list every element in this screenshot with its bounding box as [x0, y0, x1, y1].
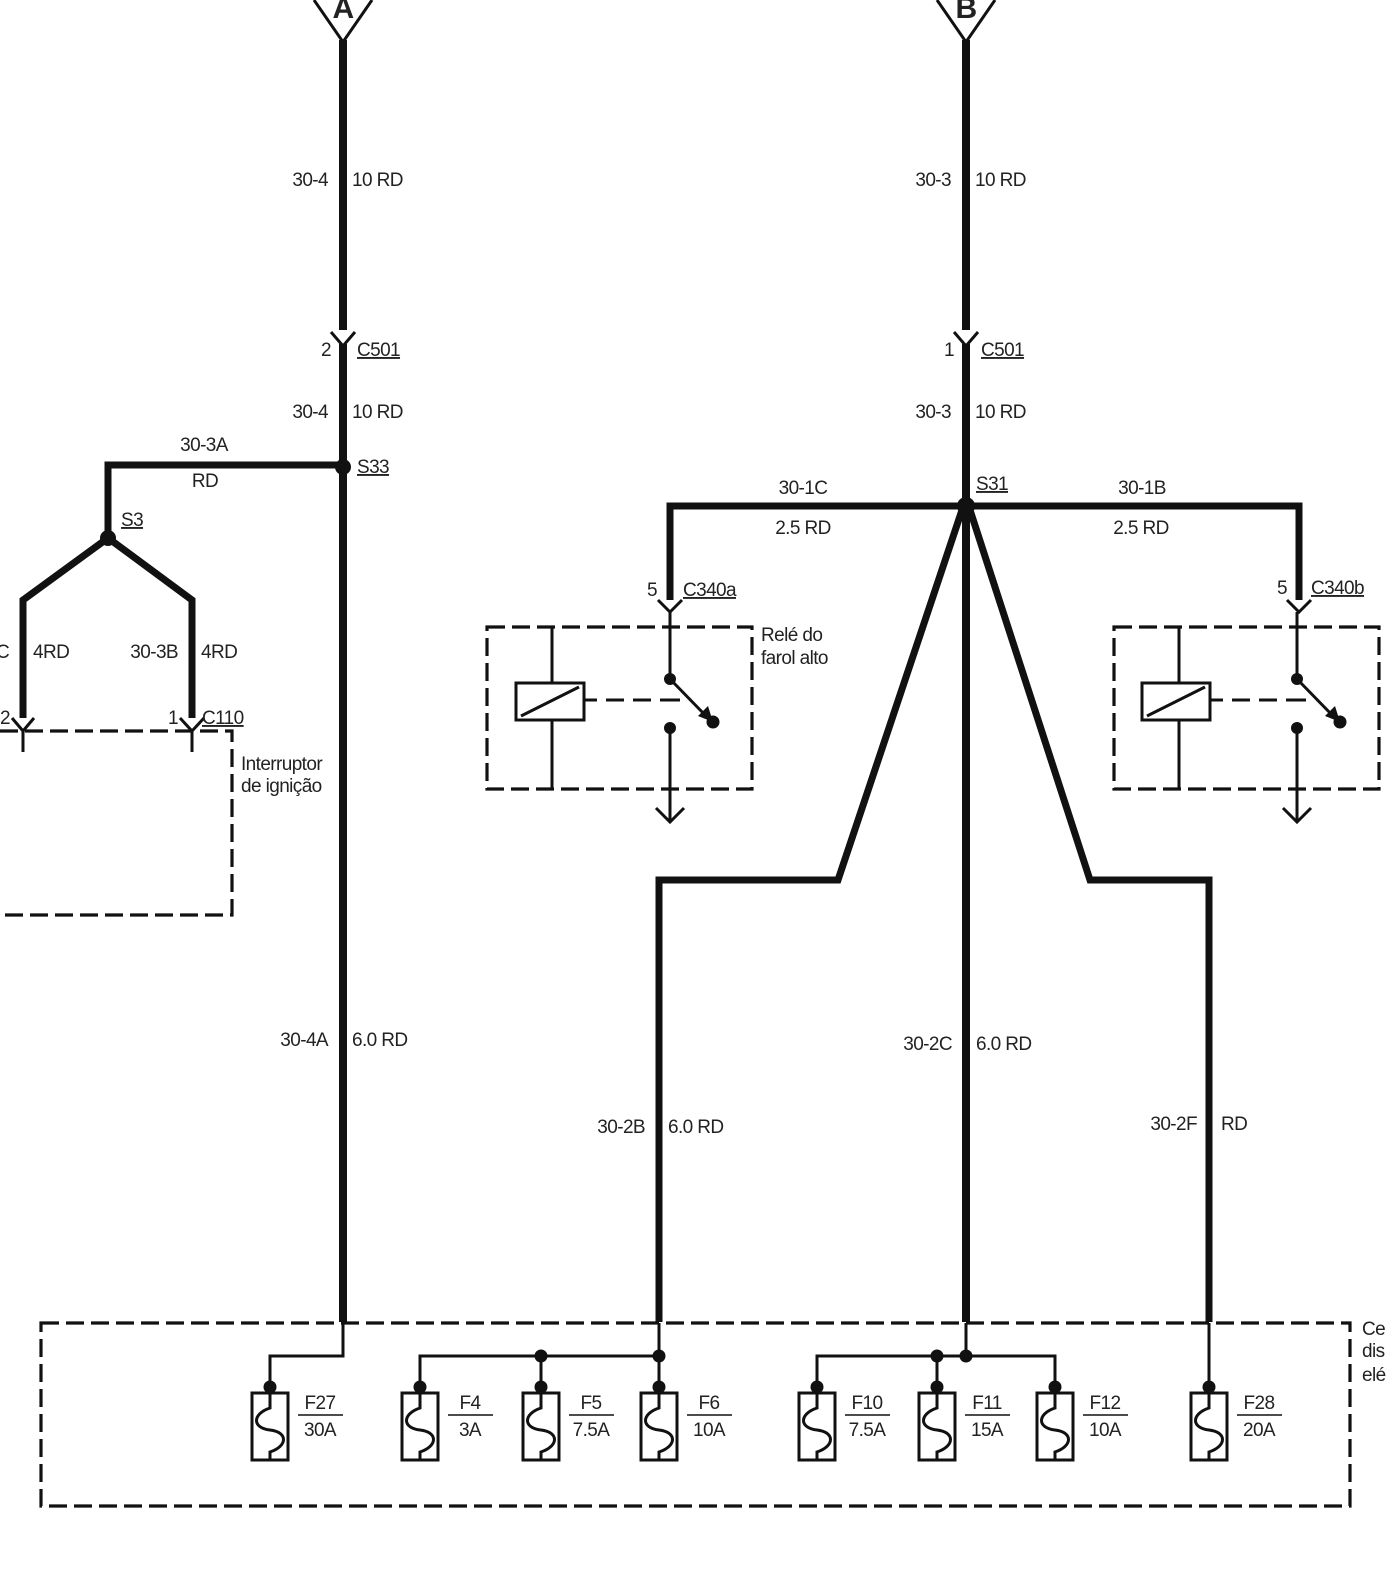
- wire-label-gauge: 6.0 RD: [976, 1034, 1032, 1055]
- fuse-rating: 10A: [1089, 1420, 1122, 1441]
- fuse-box-bus: [268, 1323, 1211, 1392]
- connector-pin: 2: [321, 340, 331, 361]
- ignition-switch-label: de ignição: [241, 776, 322, 797]
- fuse-name: F12: [1090, 1393, 1121, 1414]
- fuse-name: F10: [852, 1393, 883, 1414]
- fuse-rating: 20A: [1243, 1420, 1276, 1441]
- wire-label-gauge: 2.5 RD: [775, 518, 831, 539]
- wire-label-gauge: 4RD: [201, 642, 237, 663]
- splice-s3-label: S3: [121, 510, 143, 531]
- fuse-box-label: dis: [1362, 1341, 1385, 1362]
- terminal-a-label: A: [332, 0, 353, 25]
- wire-label-gauge: RD: [192, 471, 218, 492]
- fuse-rating: 10A: [693, 1420, 726, 1441]
- splice-s31-label: S31: [976, 474, 1008, 495]
- relay-label: farol alto: [761, 648, 828, 669]
- connector-pin: 1: [168, 708, 178, 729]
- fuse-rating: 3A: [459, 1420, 482, 1441]
- relay-label: Relé do: [761, 625, 822, 646]
- wire-label-gauge: 10 RD: [975, 402, 1026, 423]
- wire-fanout-30-2: [655, 508, 1213, 1322]
- wire-label-circuit: 30-3: [915, 170, 951, 191]
- fuse-element-icon: [1040, 1393, 1070, 1460]
- connector-c340b: C340b: [1311, 578, 1364, 599]
- terminal-b-label: B: [955, 0, 976, 25]
- fuse-element-icon: [1194, 1393, 1224, 1460]
- splice-s31-dot: [957, 497, 975, 515]
- fuses-layer: F2730AF43AF57.5AF610AF107.5AF1115AF1210A…: [250, 1380, 1282, 1462]
- splice-s33-label: S33: [357, 457, 389, 478]
- wire-label-circuit: 30-4: [292, 402, 329, 423]
- fuse-name: F6: [699, 1393, 720, 1414]
- fuse-element-icon: [255, 1393, 285, 1460]
- wire-label-gauge: RD: [1221, 1114, 1247, 1135]
- fuse-f10: F10 7.5A: [797, 1380, 890, 1462]
- connector-pin: 5: [647, 580, 657, 601]
- fuse-rating: 30A: [304, 1420, 337, 1441]
- fuse-rating: 15A: [971, 1420, 1004, 1441]
- fuse-element-icon: [922, 1393, 952, 1460]
- fuse-box-label: elé: [1362, 1365, 1386, 1386]
- ignition-switch-box: [0, 729, 234, 917]
- wire-label-circuit: 30-1B: [1118, 478, 1166, 499]
- fuse-box: [39, 1321, 1352, 1508]
- fuse-f5: F5 7.5A: [521, 1380, 614, 1462]
- fuse-rating: 7.5A: [849, 1420, 887, 1441]
- fuse-name: F11: [972, 1393, 1002, 1414]
- relay-c340b: [1112, 612, 1381, 825]
- wire-label-gauge: 10 RD: [352, 402, 403, 423]
- fuse-element-icon: [644, 1393, 674, 1460]
- wire-label-circuit: 30-4A: [280, 1030, 329, 1051]
- wire-label-circuit: 30-4: [292, 170, 329, 191]
- terminal-b: B: [935, 0, 997, 45]
- fuse-name: F28: [1244, 1393, 1275, 1414]
- wire-label-circuit: 30-2F: [1150, 1114, 1197, 1135]
- connector-c501-right: C501: [981, 340, 1024, 361]
- connector-pin: 5: [1277, 578, 1287, 599]
- wire-label-gauge: 4RD: [33, 642, 69, 663]
- wire-label-gauge: 2.5 RD: [1113, 518, 1169, 539]
- connector-pin: 1: [944, 340, 954, 361]
- connector-c501-left: C501: [357, 340, 400, 361]
- wire-label-circuit: 30-3B: [130, 642, 178, 663]
- connector-pin: 2: [0, 708, 10, 729]
- wire-label-gauge: 6.0 RD: [352, 1030, 408, 1051]
- wire-label-gauge: 10 RD: [352, 170, 403, 191]
- fuse-rating: 7.5A: [573, 1420, 611, 1441]
- wire-label-circuit: 30-1C: [779, 478, 828, 499]
- wire-label-circuit: C: [0, 642, 9, 663]
- ignition-switch-label: Interruptor: [241, 754, 323, 775]
- connector-c110: C110: [202, 708, 244, 729]
- wire-label-circuit: 30-3A: [180, 435, 229, 456]
- wire-label-gauge: 6.0 RD: [668, 1117, 724, 1138]
- connector-c340a: C340a: [683, 580, 737, 601]
- fuse-element-icon: [405, 1393, 435, 1460]
- wire-right-trunk: [952, 40, 980, 1322]
- wire-label-circuit: 30-2C: [903, 1034, 952, 1055]
- wire-label-circuit: 30-3: [915, 402, 951, 423]
- fuse-name: F4: [460, 1393, 482, 1414]
- fuse-name: F27: [305, 1393, 336, 1414]
- terminal-a: A: [312, 0, 374, 45]
- wire-left-trunk: [329, 40, 357, 1322]
- fuse-element-icon: [802, 1393, 832, 1460]
- relay-c340a: [485, 612, 754, 825]
- fuse-box-label: Ce: [1362, 1319, 1385, 1340]
- wire-branch-30-3a: [10, 461, 343, 752]
- ground-arrow-icon: [1281, 806, 1313, 825]
- fuse-name: F5: [581, 1393, 602, 1414]
- wire-label-gauge: 10 RD: [975, 170, 1026, 191]
- ground-arrow-icon: [654, 806, 686, 825]
- wire-label-circuit: 30-2B: [597, 1117, 645, 1138]
- fuse-element-icon: [526, 1393, 556, 1460]
